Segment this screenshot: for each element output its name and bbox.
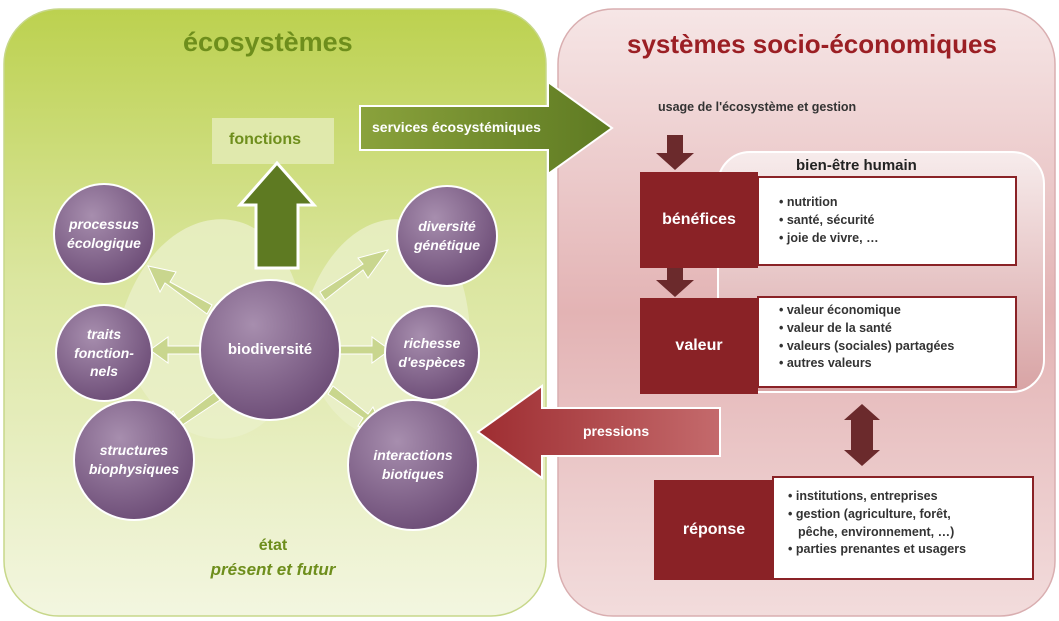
list-item: nutrition [779, 194, 879, 212]
list-item: valeur économique [779, 302, 954, 320]
fonctions-arrow [236, 160, 318, 270]
list-item: valeur de la santé [779, 320, 954, 338]
list-item: gestion (agriculture, forêt, [788, 506, 966, 524]
pressions-label: pressions [583, 423, 650, 439]
services-label: services écosystémiques [372, 119, 541, 135]
benefices-down-arrow [656, 262, 694, 297]
circle-processus-ecologique: processus écologique [67, 216, 141, 251]
usage-down-arrow [656, 135, 694, 170]
usage-label: usage de l'écosystème et gestion [658, 100, 857, 114]
list-item: parties prenantes et usagers [788, 541, 966, 559]
biodiversite-circle [199, 279, 341, 421]
fonctions-label: fonctions [229, 131, 301, 148]
benefices-box: bénéfices [640, 172, 758, 268]
list-item: santé, sécurité [779, 212, 879, 230]
wellbeing-title: bien-être humain [796, 157, 917, 174]
ecosystems-title: écosystèmes [183, 27, 353, 57]
state-label: état [258, 537, 288, 554]
reponse-list: institutions, entreprises gestion (agric… [788, 488, 966, 559]
valeur-box: valeur [640, 298, 758, 394]
valeur-list: valeur économique valeur de la santé val… [779, 302, 954, 373]
list-item: autres valeurs [779, 355, 954, 373]
socio-title: systèmes socio-économiques [627, 29, 997, 59]
list-item: valeurs (sociales) partagées [779, 338, 954, 356]
reponse-box: réponse [654, 480, 774, 580]
circle-richesse-especes: richesse d'espèces [398, 335, 466, 370]
circle-interactions-biotiques: interactions biotiques [373, 447, 453, 482]
pressions-arrow [476, 384, 721, 480]
circle-traits-fonctionnels: traits fonction- nels [74, 325, 134, 380]
list-item: pêche, environnement, …) [798, 524, 955, 539]
benefices-list: nutrition santé, sécurité joie de vivre,… [779, 194, 879, 247]
list-item: institutions, entreprises [788, 488, 966, 506]
double-arrow [844, 404, 880, 466]
circle-diversite-genetique: diversité génétique [413, 218, 481, 253]
biodiversite-label: biodiversité [227, 340, 313, 358]
list-item: joie de vivre, … [779, 230, 879, 248]
services-arrow [359, 80, 614, 176]
circle-structures-biophysiques: structures biophysiques [88, 442, 180, 477]
state-sublabel: présent et futur [210, 560, 336, 579]
